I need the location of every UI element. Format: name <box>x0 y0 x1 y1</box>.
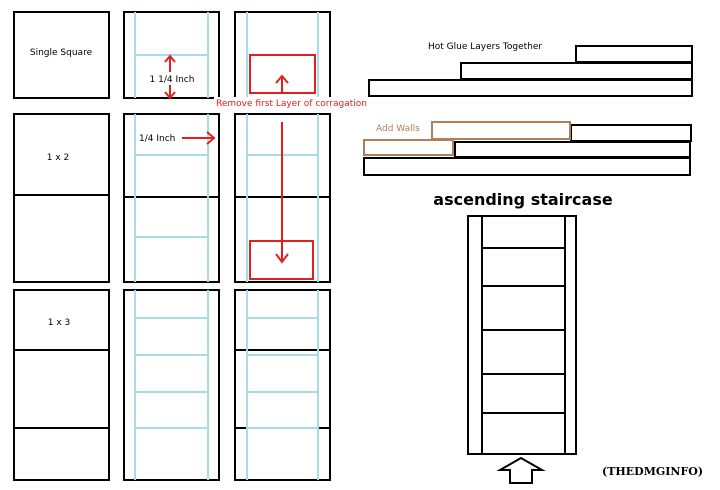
single-square-corrugated <box>123 11 220 99</box>
ascending-staircase: ascending staircase <box>433 190 613 484</box>
measure-arrow-up-icon <box>164 54 176 63</box>
one-by-three-tile <box>13 289 110 481</box>
column-corrugation-tiles: 1 1/4 Inch 1/4 Inch <box>123 11 220 481</box>
wall-layer-bottom <box>363 157 691 176</box>
glue-layer-bottom <box>368 79 693 97</box>
credit-text: (THEDMGINFO) <box>602 465 703 478</box>
glue-layer-middle <box>460 62 693 80</box>
label-remove-layer: Remove first Layer of corragation <box>216 99 367 109</box>
one-by-three-removed <box>234 289 331 481</box>
label-one-by-three: 1 x 3 <box>48 318 71 328</box>
glue-layer-top <box>575 45 693 63</box>
label-one-by-two: 1 x 2 <box>47 153 70 163</box>
one-by-three-corrugated <box>123 289 220 481</box>
arrow-up-icon <box>496 456 546 484</box>
staircase-outline <box>467 215 577 455</box>
wall-piece-lower <box>363 139 454 156</box>
hot-glue-layers: Hot Glue Layers Together <box>368 42 693 97</box>
label-inch-1-1-4: 1 1/4 Inch <box>150 75 195 85</box>
wall-layer-top <box>570 124 692 142</box>
remove-label-bg <box>214 97 362 109</box>
label-hot-glue: Hot Glue Layers Together <box>428 42 542 52</box>
one-by-two-tile <box>13 113 110 283</box>
column-plain-tiles: Single Square 1 x 2 1 x 3 <box>13 11 110 481</box>
column-removal-tiles: Remove first Layer of corragation <box>214 11 367 481</box>
label-inch-1-4: 1/4 Inch <box>139 134 175 144</box>
arrow-up-icon <box>275 74 289 84</box>
arrow-down-icon <box>275 253 289 264</box>
measure-arrow-down-icon <box>164 91 176 100</box>
single-square-tile <box>13 11 110 99</box>
wall-layer-middle <box>454 141 691 158</box>
label-single-square: Single Square <box>30 48 93 58</box>
measure-arrow-right-icon <box>206 131 216 145</box>
add-walls-section: Add Walls <box>363 121 692 176</box>
staircase-title: ascending staircase <box>433 190 613 209</box>
wall-piece-upper <box>431 121 571 140</box>
measure-label-bg <box>148 72 196 85</box>
label-add-walls: Add Walls <box>376 124 420 134</box>
